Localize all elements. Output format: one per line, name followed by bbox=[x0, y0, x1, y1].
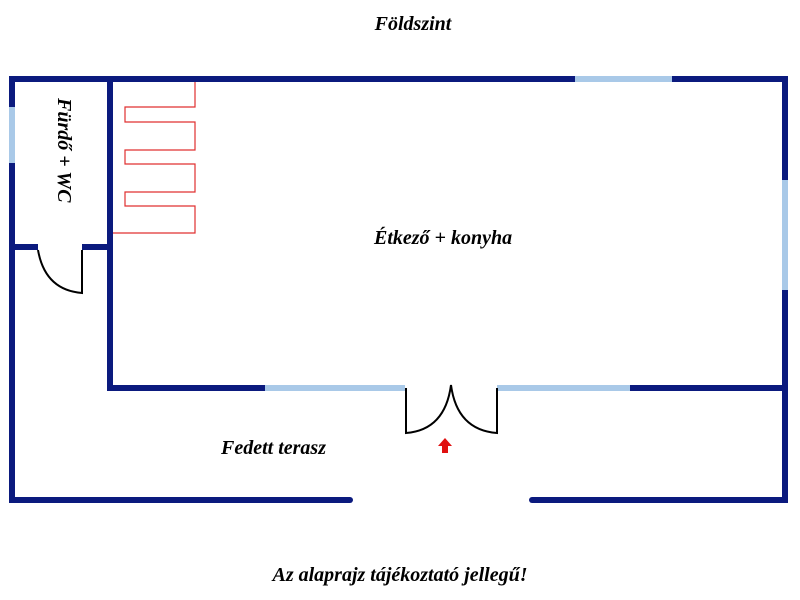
room-label-kitchen: Étkező + konyha bbox=[374, 227, 513, 249]
room-label-terrace: Fedett terasz bbox=[221, 437, 326, 459]
bathroom-door[interactable] bbox=[37, 249, 83, 295]
room-label-bathroom: Fürdő + WC bbox=[53, 98, 75, 203]
walls bbox=[9, 76, 788, 503]
floor-title: Földszint bbox=[374, 13, 452, 35]
entrance-door[interactable] bbox=[405, 384, 498, 435]
windows bbox=[9, 76, 788, 391]
disclaimer: Az alaprajz tájékoztató jellegű! bbox=[272, 564, 528, 586]
entrance-arrow-icon bbox=[438, 438, 452, 453]
stairs bbox=[113, 82, 196, 234]
